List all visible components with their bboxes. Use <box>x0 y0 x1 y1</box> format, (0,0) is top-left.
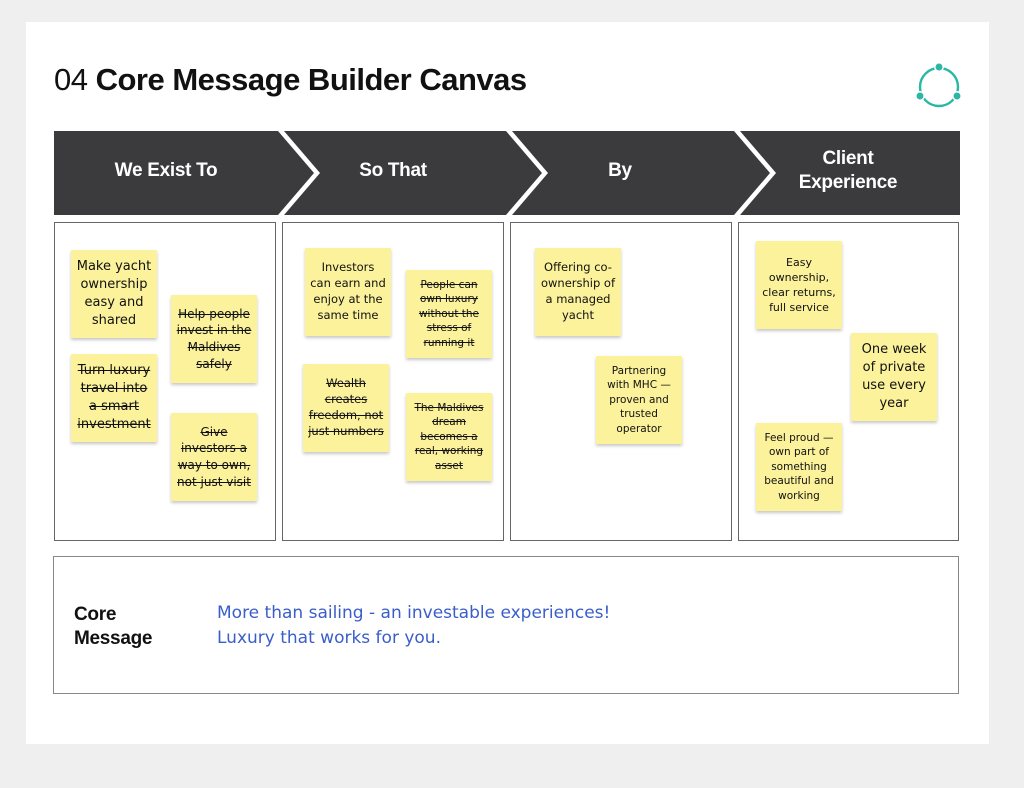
sticky-note-struck[interactable]: People can own luxury without the stress… <box>406 270 492 358</box>
sticky-note[interactable]: One week of private use every year <box>851 333 937 421</box>
sticky-note[interactable]: Feel proud — own part of something beaut… <box>756 423 842 511</box>
header-chevron-1 <box>54 131 314 215</box>
header-chevron-3 <box>512 131 770 215</box>
page-title: 04 Core Message Builder Canvas <box>54 62 527 98</box>
core-message-label: Core Message <box>74 604 153 649</box>
core-message-text: More than sailing - an investable experi… <box>217 601 610 651</box>
header-chevron-4 <box>740 131 960 215</box>
sticky-note-struck[interactable]: Turn luxury travel into a smart investme… <box>71 354 157 442</box>
header-chevron-2 <box>284 131 542 215</box>
sticky-note[interactable]: Easy ownership, clear returns, full serv… <box>756 241 842 329</box>
sticky-note[interactable]: Offering co-ownership of a managed yacht <box>535 248 621 336</box>
title-text: Core Message Builder Canvas <box>95 62 528 97</box>
title-number: 04 <box>54 62 88 97</box>
sticky-note[interactable]: Make yacht ownership easy and shared <box>71 250 157 338</box>
core-message-panel <box>53 556 959 694</box>
sticky-note-struck[interactable]: Give investors a way to own, not just vi… <box>171 413 257 501</box>
sticky-note-struck[interactable]: Help people invest in the Maldives safel… <box>171 295 257 383</box>
column-header-we-exist-to: We Exist To <box>114 160 218 181</box>
column-header-by: By <box>608 160 632 181</box>
core-message-line: More than sailing - an investable experi… <box>217 603 611 623</box>
sticky-note[interactable]: Investors can earn and enjoy at the same… <box>305 248 391 336</box>
column-header-bar <box>54 131 960 215</box>
sticky-note[interactable]: Partnering with MHC — proven and trusted… <box>596 356 682 444</box>
sticky-note-struck[interactable]: The Maldives dream becomes a real, worki… <box>406 393 492 481</box>
core-message-line: Luxury that works for you. <box>217 628 441 648</box>
three-node-cycle-icon <box>915 62 962 108</box>
sticky-note-struck[interactable]: Wealth creates freedom, not just numbers <box>303 364 389 452</box>
column-header-client-experience: Client Experience <box>798 148 898 193</box>
column-header-so-that: So That <box>359 160 427 181</box>
